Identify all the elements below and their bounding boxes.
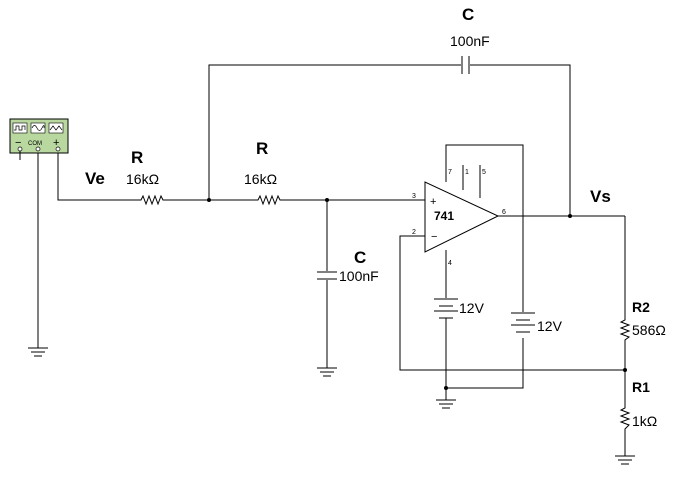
resistor-input bbox=[137, 194, 166, 206]
label-c-feedback-value: 100nF bbox=[450, 33, 490, 49]
capacitor-feedback bbox=[461, 56, 470, 74]
wire-feedback-right bbox=[470, 64, 571, 216]
terminal-plus bbox=[55, 146, 61, 152]
ground-batteries bbox=[436, 399, 456, 409]
label-vs: Vs bbox=[590, 187, 611, 206]
triangle-wave-icon bbox=[48, 122, 64, 134]
resistor-r1 bbox=[619, 406, 631, 432]
square-wave-icon bbox=[12, 122, 28, 134]
junction-dot bbox=[623, 368, 627, 372]
wire-feedback-left bbox=[208, 64, 461, 200]
junction-dot bbox=[568, 214, 572, 218]
wire-pin7 bbox=[445, 144, 524, 312]
opamp-triangle bbox=[424, 181, 500, 253]
label-c-ground-name: C bbox=[354, 248, 366, 267]
label-c-ground-value: 100nF bbox=[339, 268, 379, 284]
junction-dot bbox=[325, 198, 329, 202]
resistor-r2 bbox=[619, 318, 631, 342]
battery-right bbox=[511, 312, 535, 333]
label-battery-left: 12V bbox=[459, 300, 485, 316]
label-c-feedback-name: C bbox=[462, 5, 474, 24]
label-r1-value: 1kΩ bbox=[632, 413, 657, 429]
label-r2-value: 586Ω bbox=[632, 322, 666, 338]
ground-generator bbox=[28, 347, 48, 357]
label-ve: Ve bbox=[85, 169, 105, 188]
opamp-plus-sign: + bbox=[430, 196, 436, 208]
label-r-input-value: 16kΩ bbox=[126, 171, 159, 187]
wire-batt-right-bottom bbox=[446, 338, 524, 389]
label-r-input-name: R bbox=[131, 148, 143, 167]
ground-r1 bbox=[615, 455, 635, 465]
opamp-name: 741 bbox=[434, 209, 454, 223]
terminal-com bbox=[35, 146, 41, 152]
wires bbox=[37, 64, 626, 456]
generator-minus-label: − bbox=[15, 137, 21, 149]
opamp-pin-7: 7 bbox=[448, 169, 452, 176]
opamp-pin-6: 6 bbox=[502, 209, 506, 216]
label-r-second-value: 16kΩ bbox=[244, 171, 277, 187]
sine-wave-icon bbox=[30, 122, 46, 134]
opamp-741: + − 741 3 2 6 7 1 5 4 bbox=[412, 169, 506, 267]
function-generator: − COM + bbox=[9, 118, 69, 160]
opamp-pin-2: 2 bbox=[412, 229, 416, 236]
resistor-second bbox=[254, 194, 286, 206]
wire-gen-to-r bbox=[57, 152, 137, 201]
terminal-minus bbox=[17, 146, 23, 152]
label-r1-name: R1 bbox=[632, 379, 650, 395]
opamp-pin-5: 5 bbox=[482, 169, 486, 176]
battery-left bbox=[434, 298, 458, 319]
wire-inv-input bbox=[399, 235, 625, 371]
capacitor-ground bbox=[317, 271, 337, 280]
junctions bbox=[207, 198, 627, 390]
junction-dot bbox=[207, 198, 211, 202]
opamp-pin-4: 4 bbox=[448, 260, 452, 267]
label-battery-right: 12V bbox=[537, 318, 563, 334]
ground-capacitor bbox=[317, 367, 337, 377]
opamp-pin-1: 1 bbox=[465, 169, 469, 176]
label-r2-name: R2 bbox=[632, 299, 650, 315]
junction-dot bbox=[444, 386, 448, 390]
opamp-pin-3: 3 bbox=[412, 193, 416, 200]
generator-com-label: COM bbox=[28, 141, 42, 147]
generator-plus-label: + bbox=[53, 137, 59, 149]
opamp-minus-sign: − bbox=[431, 231, 437, 243]
label-r-second-name: R bbox=[256, 139, 268, 158]
